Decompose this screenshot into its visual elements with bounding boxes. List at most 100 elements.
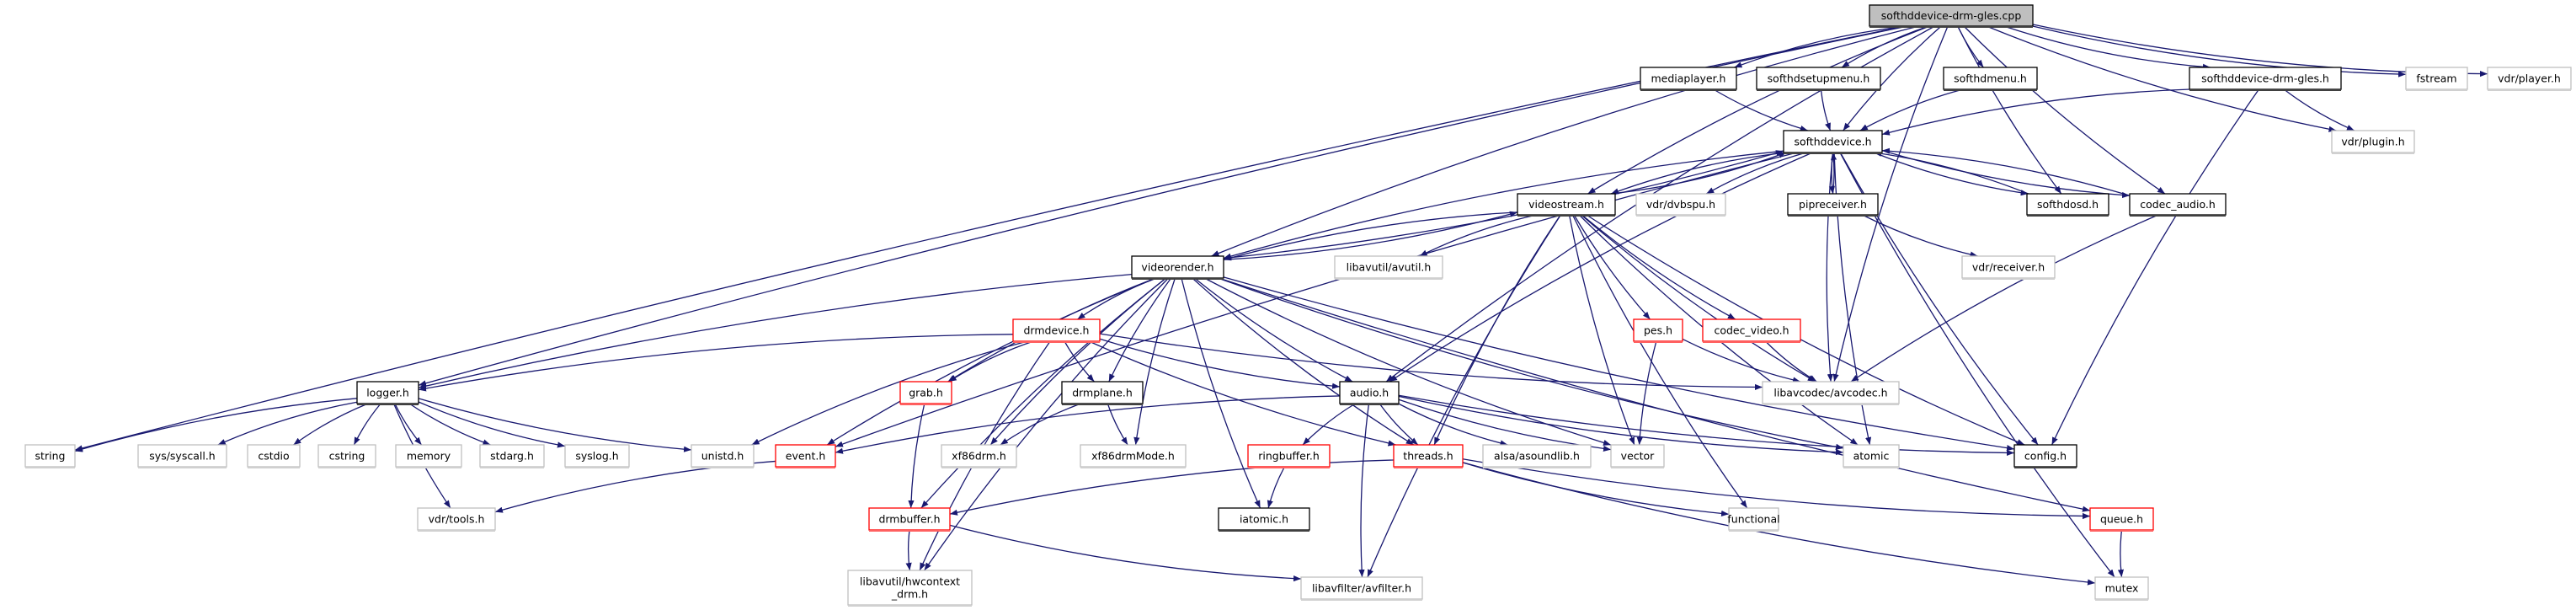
node-queue[interactable]: queue.h: [2089, 507, 2154, 532]
node-label: softhddevice.h: [1794, 136, 1871, 148]
node-box: [24, 444, 76, 468]
node-box: [1762, 381, 1900, 404]
node-label: ringbuffer.h: [1258, 450, 1320, 463]
edge-logger-to-string: [74, 398, 358, 452]
node-codec_audio[interactable]: codec_audio.h: [2129, 193, 2227, 217]
edge-threads-to-functional: [1462, 462, 1730, 517]
node-syscall: sys/syscall.h: [137, 444, 227, 468]
node-box: [1783, 130, 1883, 153]
node-box: [1843, 444, 1900, 468]
node-box: [417, 507, 496, 531]
node-label: xf86drmMode.h: [1091, 450, 1175, 463]
node-label: vdr/dvbspu.h: [1646, 198, 1715, 211]
node-label: libavcodec/avcodec.h: [1773, 387, 1887, 399]
edge-threads-to-mutex: [1462, 462, 2096, 586]
node-label: videorender.h: [1141, 261, 1213, 274]
edge-videorender-to-iatomic: [1181, 277, 1261, 509]
node-drmbuffer[interactable]: drmbuffer.h: [868, 507, 951, 532]
node-box: [317, 444, 376, 468]
node-label: codec_audio.h: [2140, 198, 2216, 211]
edge-queue-to-mutex: [2117, 529, 2125, 578]
edge-videostream-to-functional: [1571, 214, 1748, 509]
node-box: [775, 444, 836, 468]
edge-softhddevice-to-audio: [1389, 152, 1813, 383]
edge-audio-to-ringbuffer: [1302, 403, 1356, 446]
node-softhdmenu[interactable]: softhdmenu.h: [1943, 67, 2038, 91]
node-box: [941, 444, 1017, 468]
node-box: [395, 444, 462, 468]
edge-softhddevice-to-videostream: [1610, 152, 1787, 195]
node-box: [1610, 444, 1665, 468]
node-codec_video[interactable]: codec_video.h: [1702, 318, 1801, 343]
edge-logger-to-memory: [394, 403, 423, 446]
node-box: [1869, 4, 2034, 27]
node-box: [1393, 444, 1464, 468]
node-box: [2094, 576, 2149, 600]
node-softhddevice[interactable]: softhddevice.h: [1783, 130, 1883, 154]
node-label: grab.h: [909, 387, 943, 399]
node-label: pipreceiver.h: [1799, 198, 1867, 211]
edge-drmplane-to-xf86drm: [1000, 403, 1081, 446]
edge-root-to-mediaplayer: [1734, 25, 1907, 68]
node-label: alsa/asoundlib.h: [1494, 450, 1580, 463]
edge-drmdevice-to-logger: [418, 334, 1014, 392]
node-event[interactable]: event.h: [775, 444, 836, 468]
edge-softhddevice-to-vdrdvbspu: [1705, 152, 1807, 195]
node-cstring: cstring: [317, 444, 376, 468]
node-drmplane[interactable]: drmplane.h: [1061, 381, 1144, 405]
edge-mediaplayer-to-softhddevice: [1713, 88, 1808, 131]
edge-videorender-to-drmbuffer: [920, 277, 1167, 509]
node-box: [1080, 444, 1187, 468]
node-label: libavfilter/avfilter.h: [1312, 582, 1411, 595]
node-videorender[interactable]: videorender.h: [1131, 255, 1224, 280]
node-iatomic[interactable]: iatomic.h: [1218, 507, 1310, 532]
node-label: vdr/plugin.h: [2341, 136, 2404, 148]
node-box: [847, 570, 973, 606]
edge-drmdevice-to-grab: [948, 340, 1034, 383]
node-drmdevice[interactable]: drmdevice.h: [1012, 318, 1101, 343]
edge-videorender-to-videostream: [1223, 211, 1518, 260]
node-videostream[interactable]: videostream.h: [1517, 193, 1616, 217]
node-box: [564, 444, 630, 468]
edge-videorender-to-event: [826, 277, 1157, 446]
node-label: softhdosd.h: [2037, 198, 2099, 211]
node-vdrplayer: vdr/player.h: [2487, 67, 2572, 91]
node-threads[interactable]: threads.h: [1393, 444, 1464, 468]
edge-grab-to-drmbuffer: [908, 403, 925, 509]
node-avfilter: libavfilter/avfilter.h: [1300, 576, 1423, 601]
edge-threads-to-queue: [1462, 458, 2091, 520]
edge-threads-to-drmbuffer: [949, 459, 1395, 516]
node-vdrtools: vdr/tools.h: [417, 507, 496, 532]
node-label: iatomic.h: [1240, 513, 1288, 526]
node-label: cstring: [329, 450, 365, 463]
node-label: mediaplayer.h: [1651, 72, 1726, 85]
node-mediaplayer[interactable]: mediaplayer.h: [1640, 67, 1737, 91]
node-functional: functional: [1727, 507, 1780, 532]
edge-audio-to-atomic: [1398, 395, 1844, 456]
node-audio[interactable]: audio.h: [1339, 381, 1400, 405]
edge-videorender-to-atomic: [1218, 277, 1844, 450]
edge-ringbuffer-to-iatomic: [1267, 466, 1285, 509]
node-drmgles_h[interactable]: softhddevice-drm-gles.h: [2189, 67, 2342, 91]
node-ringbuffer[interactable]: ringbuffer.h: [1247, 444, 1331, 468]
edge-videostream-to-softhddevice: [1611, 152, 1787, 195]
node-pipreceiver[interactable]: pipreceiver.h: [1787, 193, 1879, 217]
node-grab[interactable]: grab.h: [899, 381, 952, 405]
edge-videorender-to-xf86drmMode: [1133, 277, 1176, 446]
node-softhdsetupmenu[interactable]: softhdsetupmenu.h: [1756, 67, 1881, 91]
node-box: [2189, 67, 2342, 90]
node-pes[interactable]: pes.h: [1633, 318, 1683, 343]
node-hwcontext: libavutil/hwcontext_drm.h: [847, 570, 973, 607]
edge-softhdosd-to-softhddevice: [1874, 150, 2029, 195]
node-logger[interactable]: logger.h: [356, 381, 419, 405]
edge-videostream-to-threads: [1433, 214, 1561, 446]
node-softhdosd[interactable]: softhdosd.h: [2026, 193, 2109, 217]
node-config[interactable]: config.h: [2013, 444, 2077, 468]
node-label: softhddevice-drm-gles.cpp: [1881, 9, 2022, 22]
node-label: memory: [407, 450, 451, 463]
edge-root-to-videorender: [1211, 25, 1919, 257]
edge-softhddevice-to-event: [835, 152, 1798, 447]
node-label: drmplane.h: [1072, 387, 1133, 399]
edge-root-to-softhddevice: [1843, 25, 1942, 131]
edge-drmplane-to-xf86drmMode: [1107, 403, 1128, 446]
